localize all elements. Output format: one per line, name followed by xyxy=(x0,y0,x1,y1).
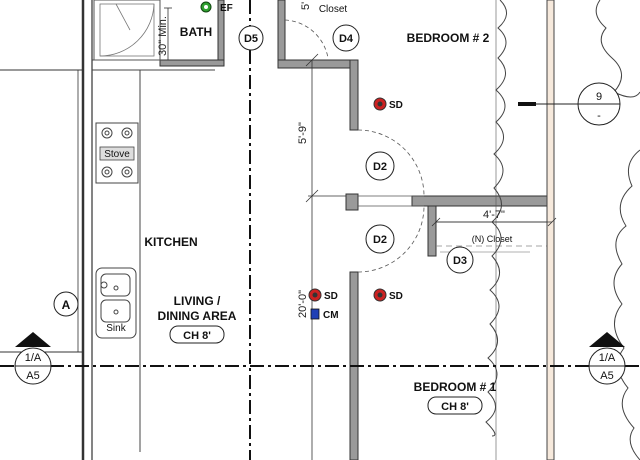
bedroom1-ceiling-label: CH 8' xyxy=(441,401,469,413)
co-monitor-icon xyxy=(310,308,320,320)
living-ceiling-label: CH 8' xyxy=(183,330,211,342)
exhaust-fan-icon xyxy=(200,1,212,13)
living-label-1: LIVING / xyxy=(174,294,221,308)
kitchen-label: KITCHEN xyxy=(144,235,197,249)
section-left-bottom: A5 xyxy=(26,370,39,382)
living-ceiling-tag: CH 8' xyxy=(169,325,225,344)
exhaust-fan-label: EF xyxy=(220,3,233,14)
closet-dimension xyxy=(431,217,557,227)
section-left-top: 1/A xyxy=(25,352,42,364)
section-marker-right: 1/A A5 xyxy=(588,332,626,385)
closet-new-label: (N) Closet xyxy=(472,234,513,244)
door-swings xyxy=(284,19,425,273)
grid-tag-a: A xyxy=(53,291,79,317)
kitchen-counter xyxy=(92,59,220,452)
smoke-detector-icon xyxy=(373,288,387,302)
closet-top-label: Closet xyxy=(319,4,348,15)
elevation-marker: 9 - xyxy=(518,82,621,126)
bedroom2-label: BEDROOM # 2 xyxy=(407,31,490,45)
bedroom1-label: BEDROOM # 1 xyxy=(414,380,497,394)
bath-label: BATH xyxy=(180,25,212,39)
living-label-2: DINING AREA xyxy=(158,309,237,323)
hall-dimension xyxy=(305,53,346,460)
closet-width-dim: 4'-7" xyxy=(483,209,505,221)
grid-a-label: A xyxy=(62,298,71,312)
bath-walls xyxy=(93,0,225,67)
section-right-top: 1/A xyxy=(599,352,616,364)
door-d5-label: D5 xyxy=(244,33,258,45)
door-tag-d2-upper: D2 xyxy=(365,151,395,181)
door-tag-d4: D4 xyxy=(332,24,360,52)
sink: Sink xyxy=(95,267,137,339)
stove: Stove xyxy=(95,122,139,184)
co-monitor-label: CM xyxy=(323,310,339,321)
door-tag-d2-lower: D2 xyxy=(365,224,395,254)
door-d3-label: D3 xyxy=(453,255,467,267)
door-d2-lower-label: D2 xyxy=(373,234,387,246)
door-d2-upper-label: D2 xyxy=(373,161,387,173)
elevation-sheet: - xyxy=(597,110,601,122)
hall-top-dim: 5'-9" xyxy=(297,122,309,144)
door-d4-label: D4 xyxy=(339,33,354,45)
bedroom1-ceiling-tag: CH 8' xyxy=(427,396,483,415)
smoke-detector-icon xyxy=(308,288,322,302)
smoke-detector-label-3: SD xyxy=(389,291,403,302)
sink-label: Sink xyxy=(106,323,126,334)
hall-total-dim: 20'-0" xyxy=(297,290,309,318)
smoke-detector-icon xyxy=(373,97,387,111)
exterior-wall-right xyxy=(495,0,555,460)
section-marker-left: 1/A A5 xyxy=(14,332,52,385)
door-tag-d5: D5 xyxy=(238,25,264,51)
exterior-walls-left xyxy=(0,0,93,460)
door-tag-d3: D3 xyxy=(446,246,474,274)
elevation-number: 9 xyxy=(596,91,602,103)
bath-clearance-dim: 30" Min. xyxy=(157,16,169,56)
tree-canopy-right-2 xyxy=(613,149,640,460)
smoke-detector-label-1: SD xyxy=(389,100,403,111)
tree-canopy-right xyxy=(595,0,640,98)
top-clip-dim: 5' xyxy=(300,2,312,10)
stove-label: Stove xyxy=(104,149,130,160)
section-right-bottom: A5 xyxy=(600,370,613,382)
smoke-detector-label-2: SD xyxy=(324,291,338,302)
